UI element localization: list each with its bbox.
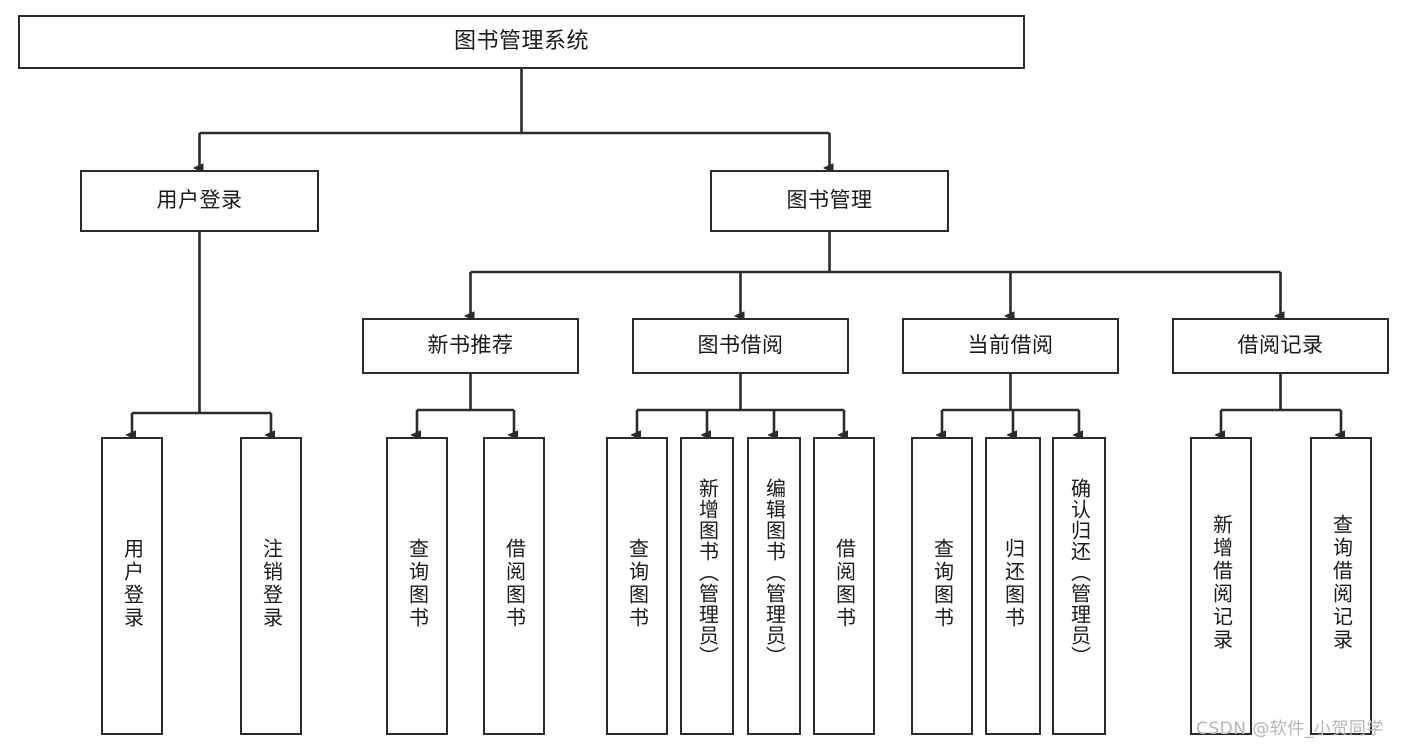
node-leaf-borrow-book-2: 借阅图书 (813, 437, 875, 735)
node-current-borrow: 当前借阅 (902, 318, 1119, 374)
node-root: 图书管理系统 (18, 15, 1025, 69)
node-label: 注销登录 (259, 538, 284, 630)
node-leaf-edit-book: 编辑图书（管理员） (747, 437, 801, 735)
node-label: 确认归还（管理员） (1067, 478, 1092, 667)
node-leaf-query-book-2: 查询图书 (606, 437, 668, 735)
node-label: 新增图书（管理员） (695, 478, 720, 667)
node-label: 图书管理系统 (453, 28, 589, 54)
node-label: 用户登录 (156, 188, 243, 213)
node-label: 图书管理 (786, 188, 873, 213)
node-user-login: 用户登录 (80, 170, 319, 232)
node-book-mgmt: 图书管理 (710, 170, 949, 232)
node-label: 查询图书 (930, 538, 955, 630)
node-label: 用户登录 (120, 538, 145, 630)
node-leaf-query-book-3: 查询图书 (911, 437, 973, 735)
node-label: 新增借阅记录 (1209, 514, 1234, 652)
node-label: 编辑图书（管理员） (762, 478, 787, 667)
node-label: 借阅图书 (832, 538, 857, 630)
node-new-book-rec: 新书推荐 (362, 318, 579, 374)
node-label: 图书借阅 (697, 333, 784, 358)
node-label: 借阅图书 (502, 538, 527, 630)
node-leaf-user-login: 用户登录 (101, 437, 163, 735)
node-label: 归还图书 (1001, 538, 1026, 630)
node-label: 查询借阅记录 (1329, 514, 1354, 652)
node-leaf-borrow-book-1: 借阅图书 (483, 437, 545, 735)
csdn-watermark: CSDN @软件_小贺同学 (1196, 719, 1384, 739)
node-leaf-add-record: 新增借阅记录 (1190, 437, 1252, 735)
node-leaf-confirm-return: 确认归还（管理员） (1052, 437, 1106, 735)
node-leaf-logout: 注销登录 (240, 437, 302, 735)
node-label: 借阅记录 (1237, 333, 1324, 358)
node-label: 查询图书 (625, 538, 650, 630)
node-leaf-add-book: 新增图书（管理员） (680, 437, 734, 735)
node-borrow-record: 借阅记录 (1172, 318, 1389, 374)
node-leaf-query-book-1: 查询图书 (386, 437, 448, 735)
node-leaf-query-record: 查询借阅记录 (1310, 437, 1372, 735)
node-label: 当前借阅 (967, 333, 1054, 358)
node-book-borrow: 图书借阅 (632, 318, 849, 374)
node-label: 查询图书 (405, 538, 430, 630)
node-leaf-return-book: 归还图书 (985, 437, 1041, 735)
node-label: 新书推荐 (427, 333, 514, 358)
